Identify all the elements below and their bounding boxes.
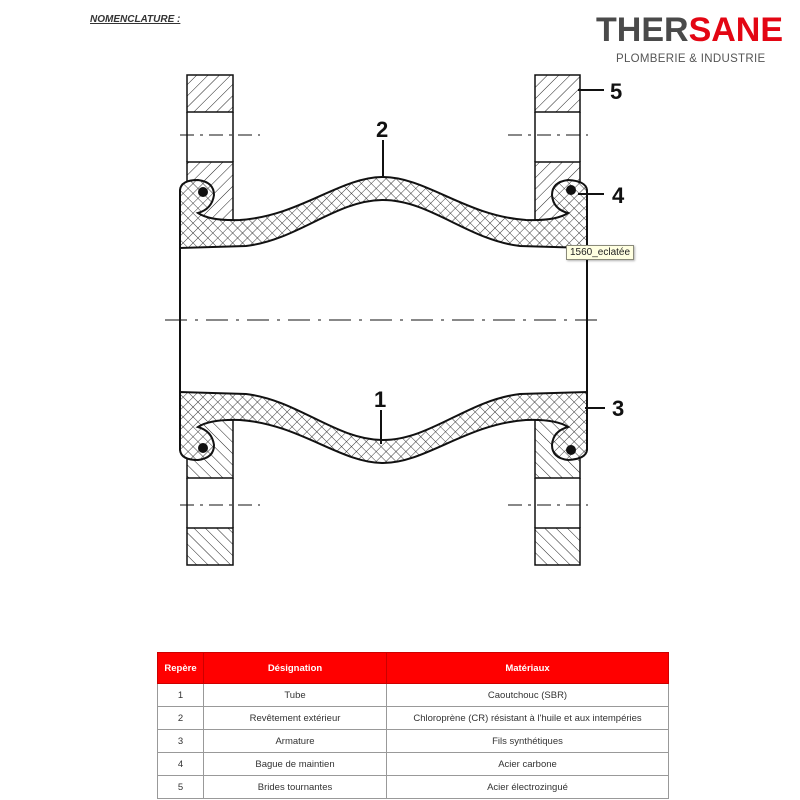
column-header-repere: Repère (157, 652, 204, 684)
label-1: 1 (374, 387, 386, 412)
cell-materiaux: Fils synthétiques (386, 729, 669, 753)
column-header-designation: Désignation (203, 652, 387, 684)
cell-repere: 1 (157, 683, 204, 707)
cell-designation: Armature (203, 729, 387, 753)
cell-materiaux: Chloroprène (CR) résistant à l'huile et … (386, 706, 669, 730)
expansion-joint-drawing: 1 2 3 4 5 (165, 74, 625, 566)
cell-designation: Bague de maintien (203, 752, 387, 776)
cell-materiaux: Caoutchouc (SBR) (386, 683, 669, 707)
cell-repere: 5 (157, 775, 204, 799)
cell-designation: Tube (203, 683, 387, 707)
table-header-row: Repère Désignation Matériaux (157, 652, 669, 684)
label-3: 3 (612, 396, 624, 421)
lower-section (179, 391, 589, 566)
cell-repere: 3 (157, 729, 204, 753)
cell-materiaux: Acier électrozingué (386, 775, 669, 799)
cell-materiaux: Acier carbone (386, 752, 669, 776)
nomenclature-title: NOMENCLATURE : (90, 14, 181, 25)
cell-repere: 2 (157, 706, 204, 730)
cell-designation: Revêtement extérieur (203, 706, 387, 730)
label-4: 4 (612, 183, 625, 208)
logo-brand-part2: SANE (688, 11, 784, 49)
logo-tagline: PLOMBERIE & INDUSTRIE (616, 53, 766, 65)
label-2: 2 (376, 117, 388, 142)
cell-designation: Brides tournantes (203, 775, 387, 799)
thersane-logo: THERSANE PLOMBERIE & INDUSTRIE (596, 10, 786, 66)
label-5: 5 (610, 79, 622, 104)
logo-brand: THERSANE (596, 10, 786, 50)
column-header-materiaux: Matériaux (386, 652, 669, 684)
cell-repere: 4 (157, 752, 204, 776)
tooltip: 1560_eclatée (566, 245, 635, 260)
logo-brand-part1: THER (596, 11, 689, 49)
